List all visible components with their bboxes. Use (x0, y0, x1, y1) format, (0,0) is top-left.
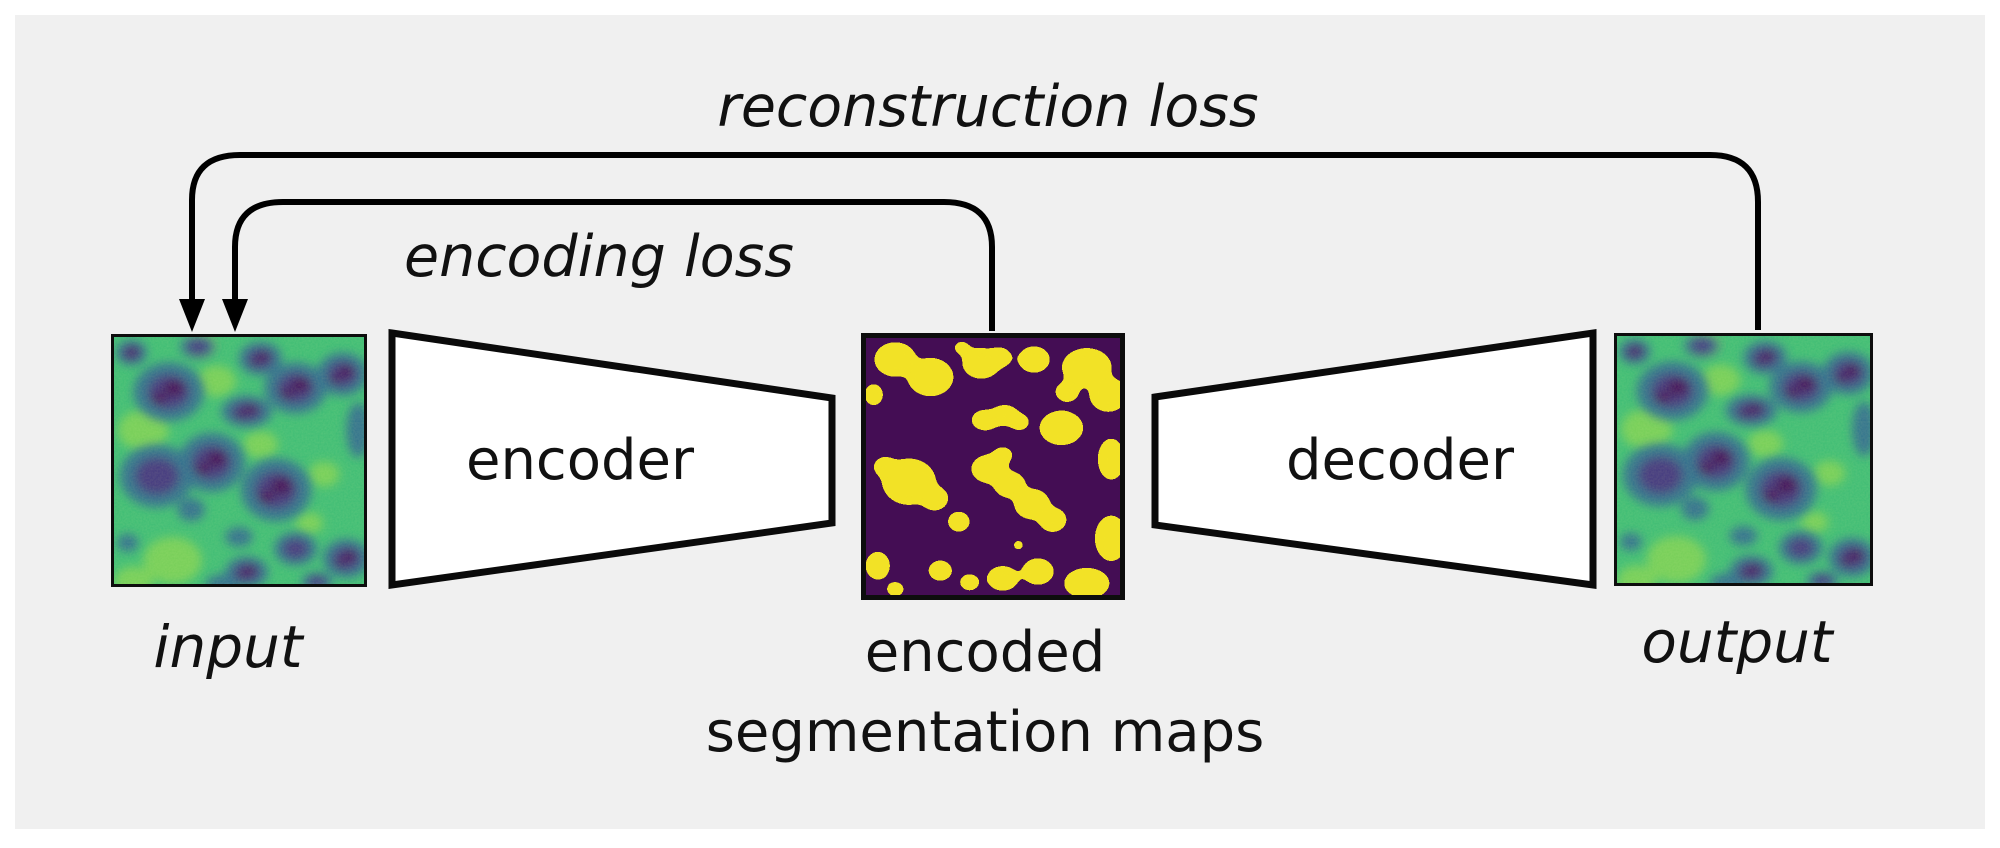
decoder-trapezoid (1151, 328, 1597, 590)
input-label: input (153, 613, 303, 681)
encoding-loss-arrowhead-icon (222, 299, 248, 332)
reconstruction-loss-connector (189, 152, 1761, 330)
input-image (111, 334, 367, 587)
encoded-label-line1: encoded (864, 620, 1106, 685)
output-image-art (1617, 336, 1870, 583)
encoded-label-line2: segmentation maps (705, 700, 1265, 765)
output-label: output (1641, 608, 1833, 676)
reconstruction-loss-label: reconstruction loss (717, 74, 1259, 140)
encoder-label: encoder (465, 428, 695, 493)
encoding-loss-connector (232, 199, 995, 331)
encoder-trapezoid (388, 328, 836, 590)
output-image (1614, 333, 1873, 586)
reconstruction-loss-arrowhead-icon (179, 299, 205, 332)
encoding-loss-label: encoding loss (404, 224, 794, 290)
encoded-segmentation-label: encoded segmentation maps (706, 613, 1265, 773)
encoded-segmentation-art (866, 338, 1120, 595)
input-image-art (114, 337, 364, 584)
encoded-segmentation-image (861, 333, 1125, 600)
decoder-label: decoder (1285, 428, 1515, 493)
